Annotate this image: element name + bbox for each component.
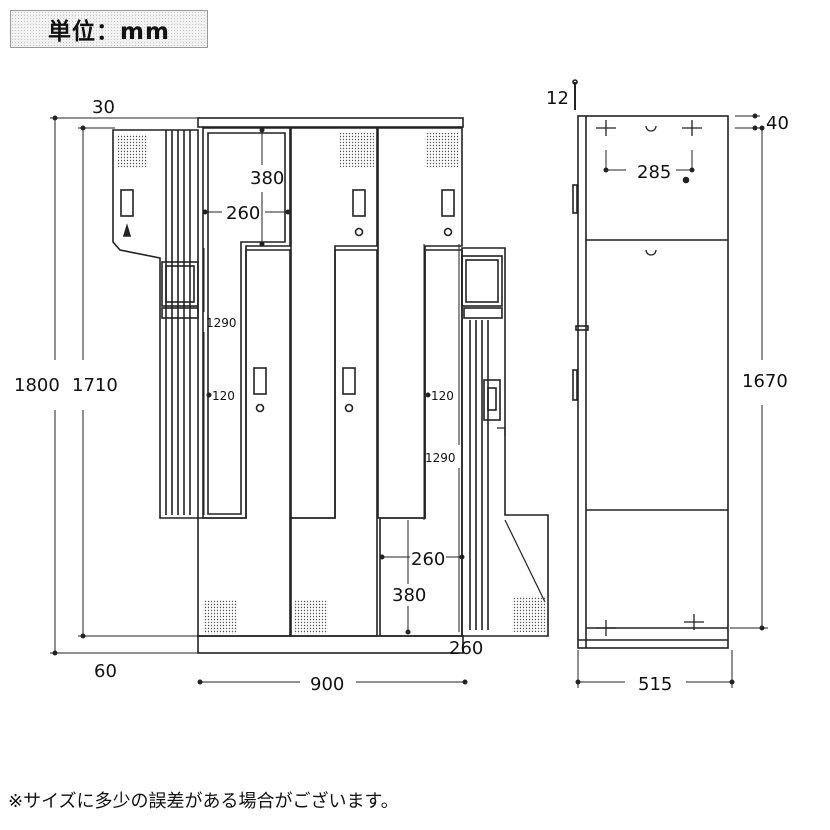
- dim-top-margin: 40: [766, 113, 789, 134]
- dim-top-bolt: 12: [546, 88, 569, 109]
- side-view: [572, 79, 729, 649]
- dim-lower-notch-height: 380: [392, 585, 426, 606]
- dim-depth: 515: [638, 674, 672, 695]
- top-rail: [197, 117, 464, 128]
- front-view: [112, 117, 549, 654]
- dim-bottom-right: 260: [449, 638, 483, 659]
- dim-side-body-height: 1670: [742, 371, 788, 392]
- unit-label-box: 単位：mm: [10, 10, 208, 48]
- dimension-labels: 30 1800 1710 380 260 1290 120 120 1290 2…: [14, 88, 789, 695]
- side-dimension-lines: [575, 113, 768, 688]
- dim-door-height-right: 1290: [425, 451, 456, 465]
- dim-top-offset: 30: [92, 97, 115, 118]
- dim-overall-height: 1800: [14, 375, 60, 396]
- dim-base-height: 60: [94, 661, 117, 682]
- side-panel: [577, 115, 729, 649]
- dim-lower-notch-width: 260: [411, 549, 445, 570]
- dim-upper-notch-width: 260: [226, 203, 260, 224]
- dim-gap-left: 120: [212, 389, 235, 403]
- front-dimension-lines: [50, 115, 468, 685]
- dim-gap-right: 120: [431, 389, 454, 403]
- base-plinth: [197, 635, 464, 654]
- right-open-door: [461, 247, 549, 637]
- left-open-door: [112, 129, 199, 519]
- footnote: ※サイズに多少の誤差がある場合がございます。: [8, 791, 399, 812]
- dim-upper-notch-height: 380: [250, 168, 284, 189]
- unit-label: 単位：mm: [48, 19, 170, 45]
- dim-overall-width: 900: [310, 674, 344, 695]
- dim-door-height-left: 1290: [206, 316, 237, 330]
- dim-hole-pitch: 285: [637, 162, 671, 183]
- dim-body-height: 1710: [72, 375, 118, 396]
